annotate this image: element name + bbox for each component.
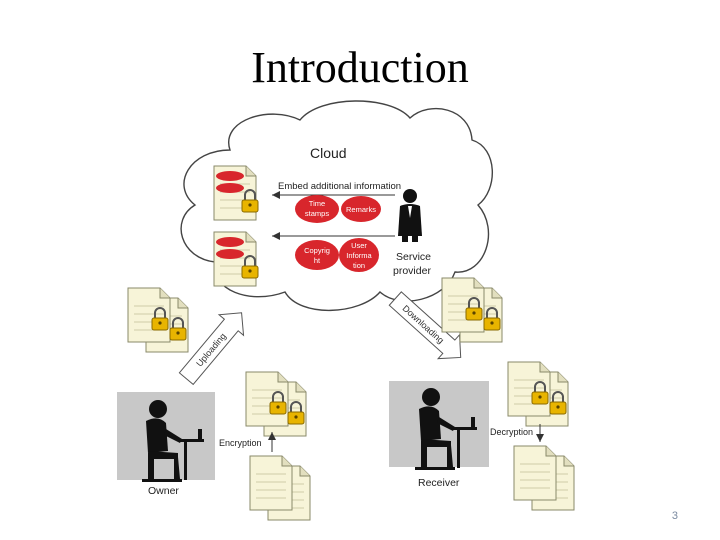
owner-panel xyxy=(117,392,215,482)
tag-remarks: Remarks xyxy=(341,196,381,222)
svg-text:Copyrig: Copyrig xyxy=(304,246,330,255)
svg-text:User: User xyxy=(351,241,367,250)
owner-label: Owner xyxy=(148,485,179,497)
plain-doc-stack-owner xyxy=(250,456,310,520)
service-provider-icon xyxy=(398,189,422,242)
service-provider-label-1: Service xyxy=(396,251,431,263)
svg-text:Remarks: Remarks xyxy=(346,205,376,214)
svg-text:ht: ht xyxy=(314,256,321,265)
svg-text:Downloading: Downloading xyxy=(401,303,446,345)
embed-label: Embed additional information xyxy=(278,181,401,192)
cloud-doc-top xyxy=(213,165,259,221)
download-doc-stack xyxy=(442,278,502,342)
decrypted-doc-stack xyxy=(514,446,574,510)
tag-time-stamps: Time stamps xyxy=(295,195,339,223)
cloud-doc-bottom xyxy=(213,231,259,287)
tag-user-information: User Informa tion xyxy=(339,238,379,272)
encryption-label: Encryption xyxy=(219,438,262,448)
receiver-panel xyxy=(389,381,489,470)
received-encrypted-stack xyxy=(508,362,568,426)
upload-doc-stack xyxy=(128,288,188,352)
svg-text:Time: Time xyxy=(309,199,325,208)
cloud-label: Cloud xyxy=(310,145,347,161)
decryption-label: Decryption xyxy=(490,427,533,437)
page-number: 3 xyxy=(671,510,678,522)
receiver-label: Receiver xyxy=(418,477,460,489)
svg-text:stamps: stamps xyxy=(305,209,329,218)
service-provider-label-2: provider xyxy=(393,265,431,277)
tag-copyright: Copyrig ht xyxy=(295,240,339,270)
svg-text:tion: tion xyxy=(353,261,365,270)
slide-title: Introduction xyxy=(251,43,469,92)
encrypted-doc-stack xyxy=(246,372,306,436)
svg-text:Informa: Informa xyxy=(346,251,372,260)
